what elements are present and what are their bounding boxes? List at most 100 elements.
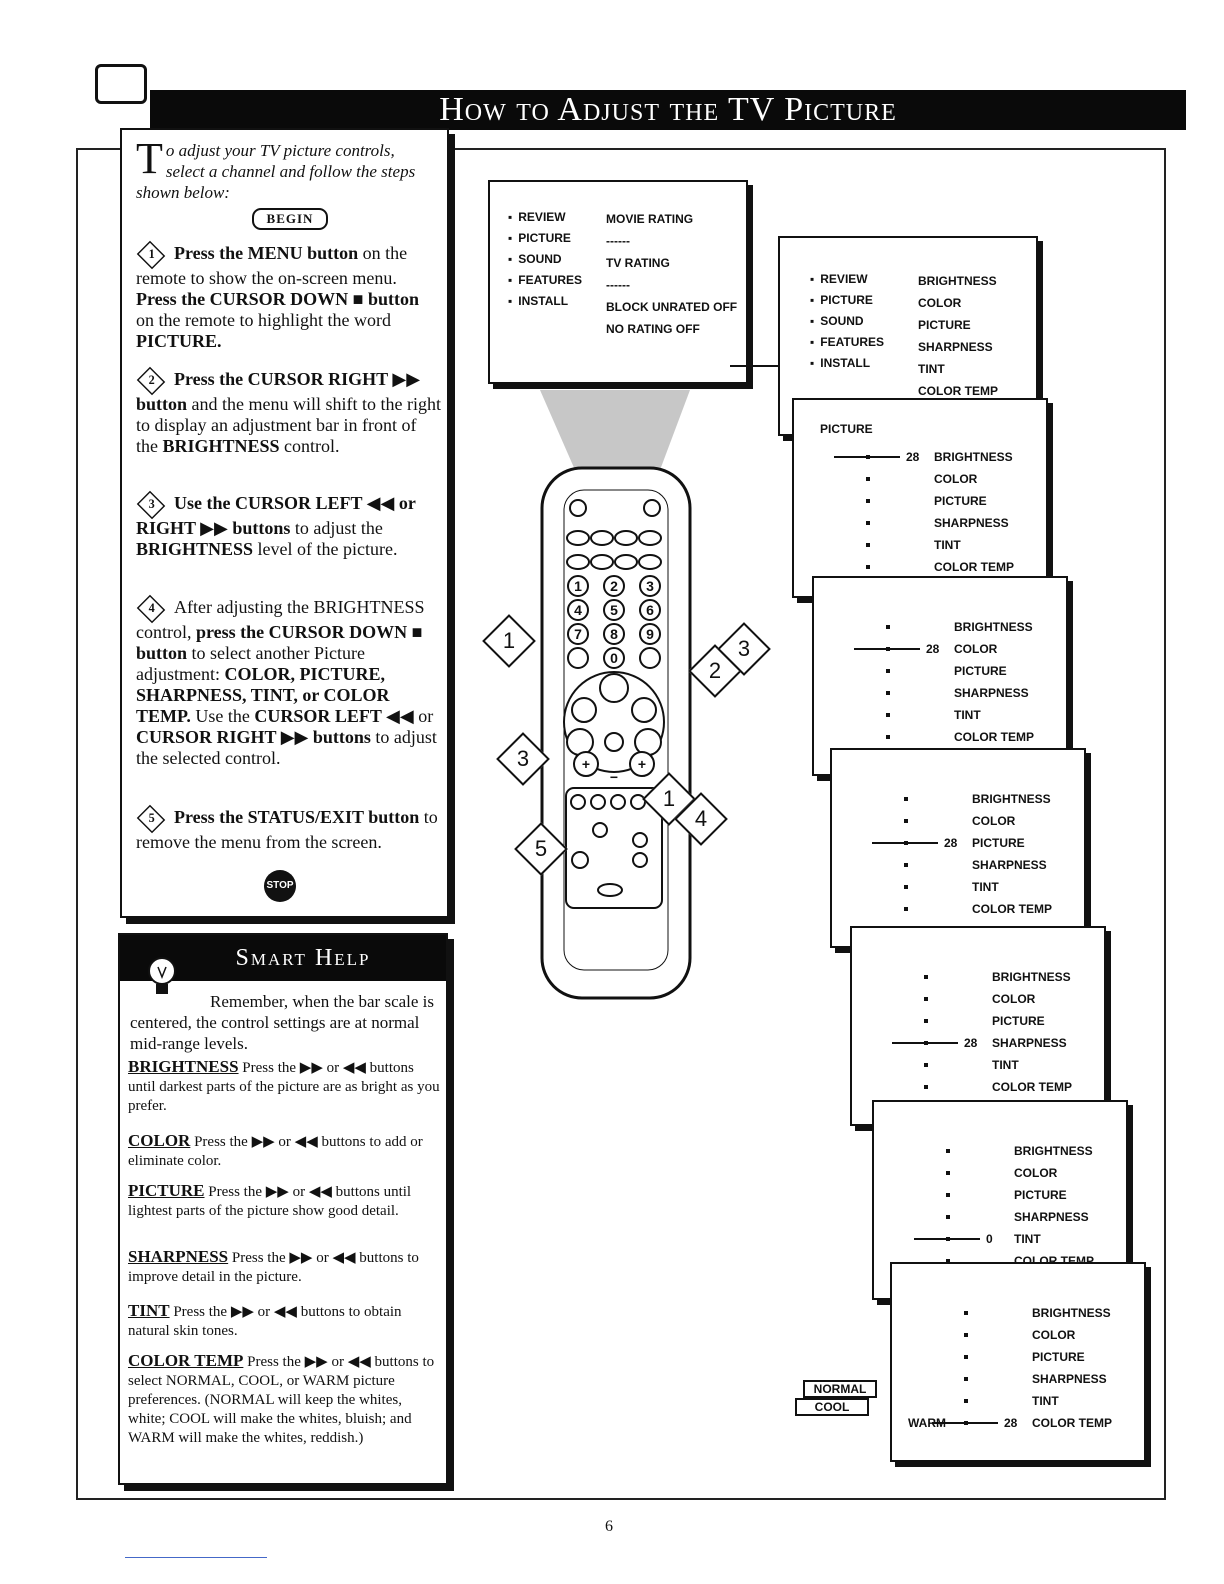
scale-marker — [946, 1259, 950, 1263]
picture-item: COLOR — [934, 472, 978, 486]
scale-marker — [886, 713, 890, 717]
step-number-badge: 2 — [136, 366, 166, 396]
scale-marker — [866, 499, 870, 503]
svg-text:1: 1 — [574, 578, 582, 594]
picture-submenu-item: SHARPNESS — [918, 340, 993, 354]
picture-item: BRIGHTNESS — [1014, 1144, 1093, 1158]
menu-item: FEATURES — [508, 273, 582, 287]
smart-help-item: SHARPNESS Press the ▶▶ or ◀◀ buttons to … — [128, 1247, 440, 1287]
picture-submenu-item: PICTURE — [918, 318, 971, 332]
step-text: Press the STATUS/EXIT button to remove t… — [136, 807, 438, 852]
scale-marker — [964, 1355, 968, 1359]
menu-item: REVIEW — [508, 210, 565, 224]
menu-value: ------ — [606, 278, 630, 292]
picture-item: TINT — [1032, 1394, 1059, 1408]
picture-item: BRIGHTNESS — [1032, 1306, 1111, 1320]
menu-value: TV RATING — [606, 256, 670, 270]
step-number-badge: 5 — [136, 804, 166, 834]
outer-frame — [76, 148, 1166, 1500]
page-title: How to Adjust the TV Picture — [150, 90, 1186, 130]
smart-help-desc: Press the ▶▶ or ◀◀ buttons to select NOR… — [128, 1354, 435, 1446]
menu-item: FEATURES — [810, 335, 884, 349]
smart-help-term: COLOR — [128, 1131, 191, 1150]
footer-link-line — [125, 1557, 267, 1558]
smart-help-item: COLOR TEMP Press the ▶▶ or ◀◀ buttons to… — [128, 1351, 440, 1448]
svg-text:0: 0 — [610, 650, 618, 666]
menu-item: PICTURE — [810, 293, 873, 307]
menu-item: SOUND — [810, 314, 863, 328]
scale-marker — [924, 1019, 928, 1023]
picture-item: TINT — [972, 880, 999, 894]
intro-dropcap: T — [136, 134, 163, 183]
adjustment-value: 28 — [944, 836, 958, 850]
picture-item: COLOR — [992, 992, 1036, 1006]
svg-text:8: 8 — [610, 626, 618, 642]
picture-item: PICTURE — [992, 1014, 1045, 1028]
picture-item: SHARPNESS — [954, 686, 1029, 700]
picture-item: TINT — [992, 1058, 1019, 1072]
adjustment-value: 0 — [986, 1232, 993, 1246]
scale-marker — [904, 863, 908, 867]
picture-item: TINT — [934, 538, 961, 552]
picture-item: PICTURE — [1014, 1188, 1067, 1202]
scale-marker — [964, 1333, 968, 1337]
scale-marker — [964, 1399, 968, 1403]
picture-submenu-item: COLOR — [918, 296, 962, 310]
scale-marker — [866, 477, 870, 481]
scale-marker — [946, 1193, 950, 1197]
menu-value: ------ — [606, 234, 630, 248]
picture-item: PICTURE — [1032, 1350, 1085, 1364]
adjustment-value: 28 — [1004, 1416, 1018, 1430]
menu-item: INSTALL — [810, 356, 870, 370]
menu-item: PICTURE — [508, 231, 571, 245]
scale-marker — [904, 797, 908, 801]
smart-help-term: COLOR TEMP — [128, 1351, 244, 1370]
step-text: Press the MENU button on the remote to s… — [136, 243, 420, 351]
scale-marker — [924, 997, 928, 1001]
picture-item: COLOR — [972, 814, 1016, 828]
picture-item: BRIGHTNESS — [992, 970, 1071, 984]
scale-marker — [924, 975, 928, 979]
adjustment-bar — [892, 1042, 958, 1044]
scale-marker — [866, 543, 870, 547]
svg-text:6: 6 — [646, 602, 654, 618]
step-number-badge: 1 — [136, 240, 166, 270]
smart-help-desc: Press the ▶▶ or ◀◀ buttons to add or eli… — [128, 1134, 423, 1169]
scale-marker — [866, 565, 870, 569]
step-number-badge: 4 — [136, 594, 166, 624]
scale-marker — [904, 819, 908, 823]
picture-item: SHARPNESS — [1032, 1372, 1107, 1386]
color-temp-warm: WARM — [908, 1416, 946, 1430]
picture-item: COLOR TEMP — [1032, 1416, 1112, 1430]
adjustment-value: 28 — [964, 1036, 978, 1050]
picture-item: COLOR TEMP — [934, 560, 1014, 574]
picture-item: PICTURE — [972, 836, 1025, 850]
scale-marker — [946, 1149, 950, 1153]
page-number: 6 — [605, 1518, 613, 1535]
svg-text:+: + — [582, 756, 590, 772]
picture-item: TINT — [1014, 1232, 1041, 1246]
svg-text:3: 3 — [646, 578, 654, 594]
picture-item: SHARPNESS — [972, 858, 1047, 872]
adjustment-bar — [854, 648, 920, 650]
picture-item: SHARPNESS — [934, 516, 1009, 530]
scale-marker — [964, 1377, 968, 1381]
smart-help-term: BRIGHTNESS — [128, 1057, 239, 1076]
lightbulb-icon — [148, 957, 176, 994]
svg-text:7: 7 — [574, 626, 582, 642]
step-text: After adjusting the BRIGHTNESS control, … — [136, 597, 437, 768]
svg-text:9: 9 — [646, 626, 654, 642]
menu-value: NO RATING OFF — [606, 322, 700, 336]
step-number-badge: 3 — [136, 490, 166, 520]
scale-marker — [946, 1215, 950, 1219]
menu-item: SOUND — [508, 252, 561, 266]
picture-submenu-item: COLOR TEMP — [918, 384, 998, 398]
scale-marker — [924, 1085, 928, 1089]
scale-marker — [886, 735, 890, 739]
